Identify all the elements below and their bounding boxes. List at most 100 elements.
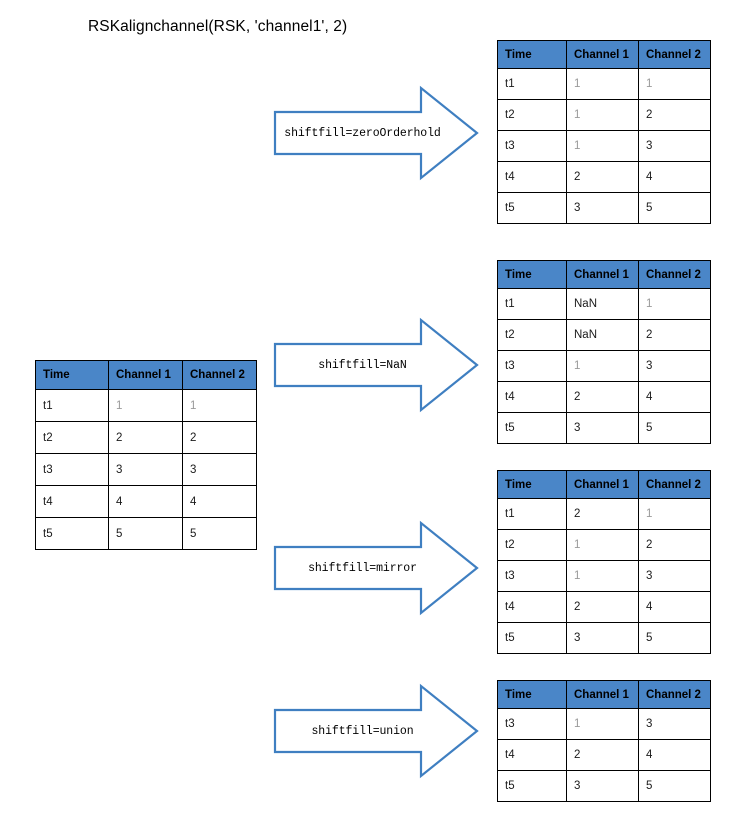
cell-channel1: 1 xyxy=(566,68,639,100)
cell-channel2: 2 xyxy=(638,529,711,561)
cell-channel1: 2 xyxy=(566,739,639,771)
cell-time: t2 xyxy=(497,529,567,561)
cell-channel1: 2 xyxy=(566,591,639,623)
cell-time: t4 xyxy=(497,161,567,193)
cell-channel2: 1 xyxy=(638,498,711,530)
cell-channel2: 3 xyxy=(638,708,711,740)
table-header-row: Time Channel 1 Channel 2 xyxy=(497,680,711,709)
cell-channel1: 2 xyxy=(108,421,183,454)
cell-channel1: 3 xyxy=(566,770,639,802)
table-header-row: Time Channel 1 Channel 2 xyxy=(35,360,257,390)
column-header-channel1: Channel 1 xyxy=(566,470,639,499)
block-arrow-icon xyxy=(273,85,479,181)
arrow-zeroorderhold: shiftfill=zeroOrderhold xyxy=(271,84,481,182)
cell-channel1: NaN xyxy=(566,319,639,351)
cell-time: t3 xyxy=(497,560,567,592)
cell-channel2: 4 xyxy=(638,381,711,413)
cell-channel2: 4 xyxy=(638,591,711,623)
cell-time: t1 xyxy=(497,498,567,530)
column-header-channel2: Channel 2 xyxy=(638,260,711,289)
cell-time: t4 xyxy=(497,739,567,771)
cell-channel2: 3 xyxy=(638,130,711,162)
column-header-time: Time xyxy=(497,260,567,289)
cell-time: t4 xyxy=(35,485,109,518)
cell-time: t5 xyxy=(497,770,567,802)
column-header-time: Time xyxy=(497,470,567,499)
cell-time: t4 xyxy=(497,381,567,413)
column-header-time: Time xyxy=(497,40,567,69)
cell-time: t1 xyxy=(35,389,109,422)
cell-channel2: 1 xyxy=(638,288,711,320)
cell-time: t3 xyxy=(497,350,567,382)
cell-channel2: 5 xyxy=(638,192,711,224)
block-arrow-icon xyxy=(273,520,479,616)
page-title: RSKalignchannel(RSK, 'channel1', 2) xyxy=(88,18,348,35)
cell-channel2: 3 xyxy=(638,560,711,592)
cell-channel2: 5 xyxy=(182,517,257,550)
cell-channel2: 5 xyxy=(638,770,711,802)
cell-channel2: 4 xyxy=(182,485,257,518)
cell-time: t1 xyxy=(497,68,567,100)
cell-channel1: 2 xyxy=(566,381,639,413)
cell-channel1: 5 xyxy=(108,517,183,550)
cell-time: t3 xyxy=(497,708,567,740)
column-header-time: Time xyxy=(35,360,109,390)
cell-time: t3 xyxy=(497,130,567,162)
column-header-channel2: Channel 2 xyxy=(182,360,257,390)
cell-channel1: 1 xyxy=(108,389,183,422)
cell-channel1: 3 xyxy=(108,453,183,486)
column-header-channel1: Channel 1 xyxy=(566,260,639,289)
cell-channel1: 3 xyxy=(566,192,639,224)
cell-channel1: 2 xyxy=(566,498,639,530)
cell-channel2: 5 xyxy=(638,412,711,444)
table-header-row: Time Channel 1 Channel 2 xyxy=(497,470,711,499)
cell-channel1: 1 xyxy=(566,99,639,131)
cell-channel1: NaN xyxy=(566,288,639,320)
cell-channel1: 1 xyxy=(566,130,639,162)
column-header-time: Time xyxy=(497,680,567,709)
cell-channel2: 1 xyxy=(182,389,257,422)
cell-time: t4 xyxy=(497,591,567,623)
cell-channel1: 1 xyxy=(566,529,639,561)
cell-channel1: 1 xyxy=(566,560,639,592)
cell-time: t2 xyxy=(35,421,109,454)
cell-channel1: 2 xyxy=(566,161,639,193)
cell-time: t2 xyxy=(497,99,567,131)
table-header-row: Time Channel 1 Channel 2 xyxy=(497,260,711,289)
cell-time: t5 xyxy=(497,192,567,224)
arrow-nan: shiftfill=NaN xyxy=(271,316,481,414)
cell-channel2: 1 xyxy=(638,68,711,100)
cell-time: t3 xyxy=(35,453,109,486)
cell-channel1: 3 xyxy=(566,622,639,654)
cell-channel2: 4 xyxy=(638,739,711,771)
block-arrow-icon xyxy=(273,683,479,779)
cell-channel2: 3 xyxy=(638,350,711,382)
cell-channel2: 3 xyxy=(182,453,257,486)
cell-channel2: 2 xyxy=(638,319,711,351)
